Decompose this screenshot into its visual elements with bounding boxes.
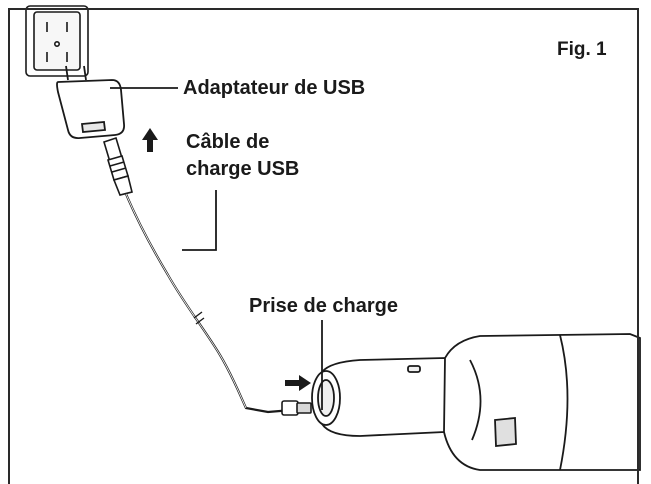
figure-number: Fig. 1: [557, 39, 607, 60]
cable-leader-line: [182, 190, 217, 251]
charge-port-label: Prise de charge: [249, 295, 398, 317]
cable-label-line2: charge USB: [186, 158, 300, 180]
cable-label-line1: Câble de: [186, 131, 270, 153]
wall-outlet: [25, 5, 89, 77]
figure-frame: [8, 8, 639, 484]
usb-adapter: [56, 65, 125, 139]
micro-usb-connector: [281, 400, 312, 416]
insert-arrow-up: [142, 128, 158, 152]
handheld-vacuum: [311, 333, 641, 471]
cable-break-mark: [193, 311, 205, 325]
usb-plug: [103, 136, 133, 196]
insert-arrow-right: [285, 375, 311, 391]
adapter-label: Adaptateur de USB: [183, 77, 366, 99]
